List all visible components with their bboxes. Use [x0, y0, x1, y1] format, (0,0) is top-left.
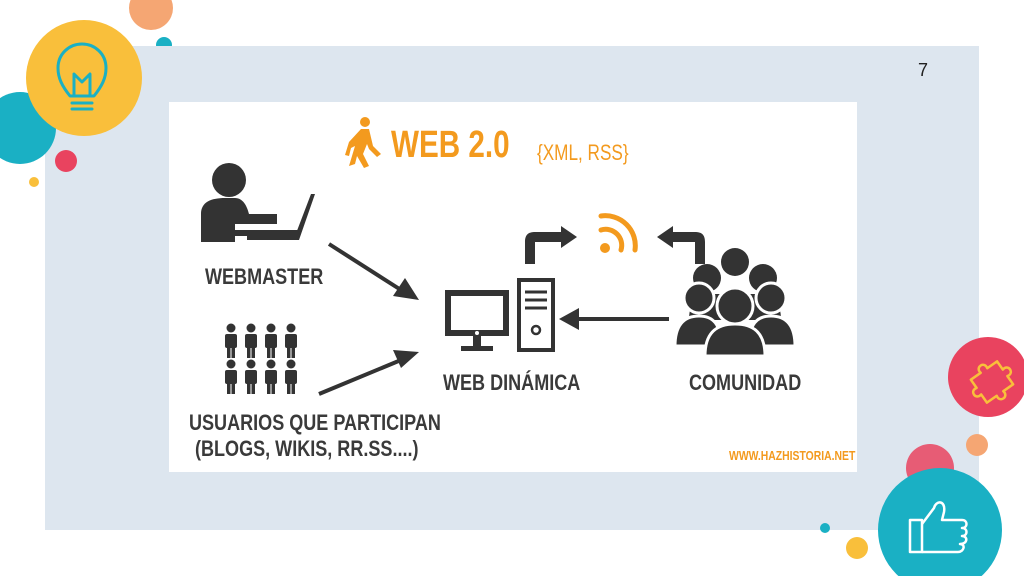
puzzle-icon — [969, 360, 1015, 404]
page-number: 7 — [918, 60, 929, 80]
computer-icon — [445, 278, 555, 352]
arrow-users-to-web — [318, 350, 419, 396]
label-comunidad: COMUNIDAD — [689, 370, 802, 395]
deco-dot-yellow-right — [846, 537, 868, 559]
label-web-dinamica: WEB DINÁMICA — [443, 370, 581, 395]
deco-dot-pink-left — [55, 150, 77, 172]
community-icon — [673, 248, 797, 358]
arrow-community-to-web — [559, 308, 669, 330]
label-users-line1: USUARIOS QUE PARTICIPAN — [189, 410, 441, 435]
diagram-graphics — [201, 117, 797, 396]
deco-dot-teal-right — [820, 523, 830, 533]
label-users-line2: (BLOGS, WIKIS, RR.SS....) — [195, 436, 419, 461]
arrow-web-to-rss — [525, 226, 577, 264]
arrow-community-to-rss — [657, 226, 705, 264]
web20-diagram: WEB 2.0 {XML, RSS} WEBMASTER USUARIOS QU… — [169, 102, 857, 472]
walking-person-icon — [345, 117, 381, 168]
people-grid-icon — [225, 323, 297, 394]
rss-icon — [598, 213, 638, 253]
deco-dot-peach-right — [966, 434, 988, 456]
deco-circle-pink-right — [948, 337, 1024, 417]
deco-dot-yellow-left — [29, 177, 39, 187]
deco-circle-teal-right — [878, 468, 1002, 576]
thumbs-up-icon — [908, 501, 968, 554]
laptop-user-icon — [201, 163, 315, 242]
credit-url: WWW.HAZHISTORIA.NET — [729, 448, 856, 463]
diagram-title: WEB 2.0 — [391, 124, 510, 166]
diagram-subtitle: {XML, RSS} — [537, 140, 629, 165]
lightbulb-icon — [56, 42, 108, 111]
deco-circle-peach-top — [129, 0, 173, 30]
arrow-webmaster-to-web — [327, 242, 419, 300]
label-webmaster: WEBMASTER — [205, 264, 324, 289]
